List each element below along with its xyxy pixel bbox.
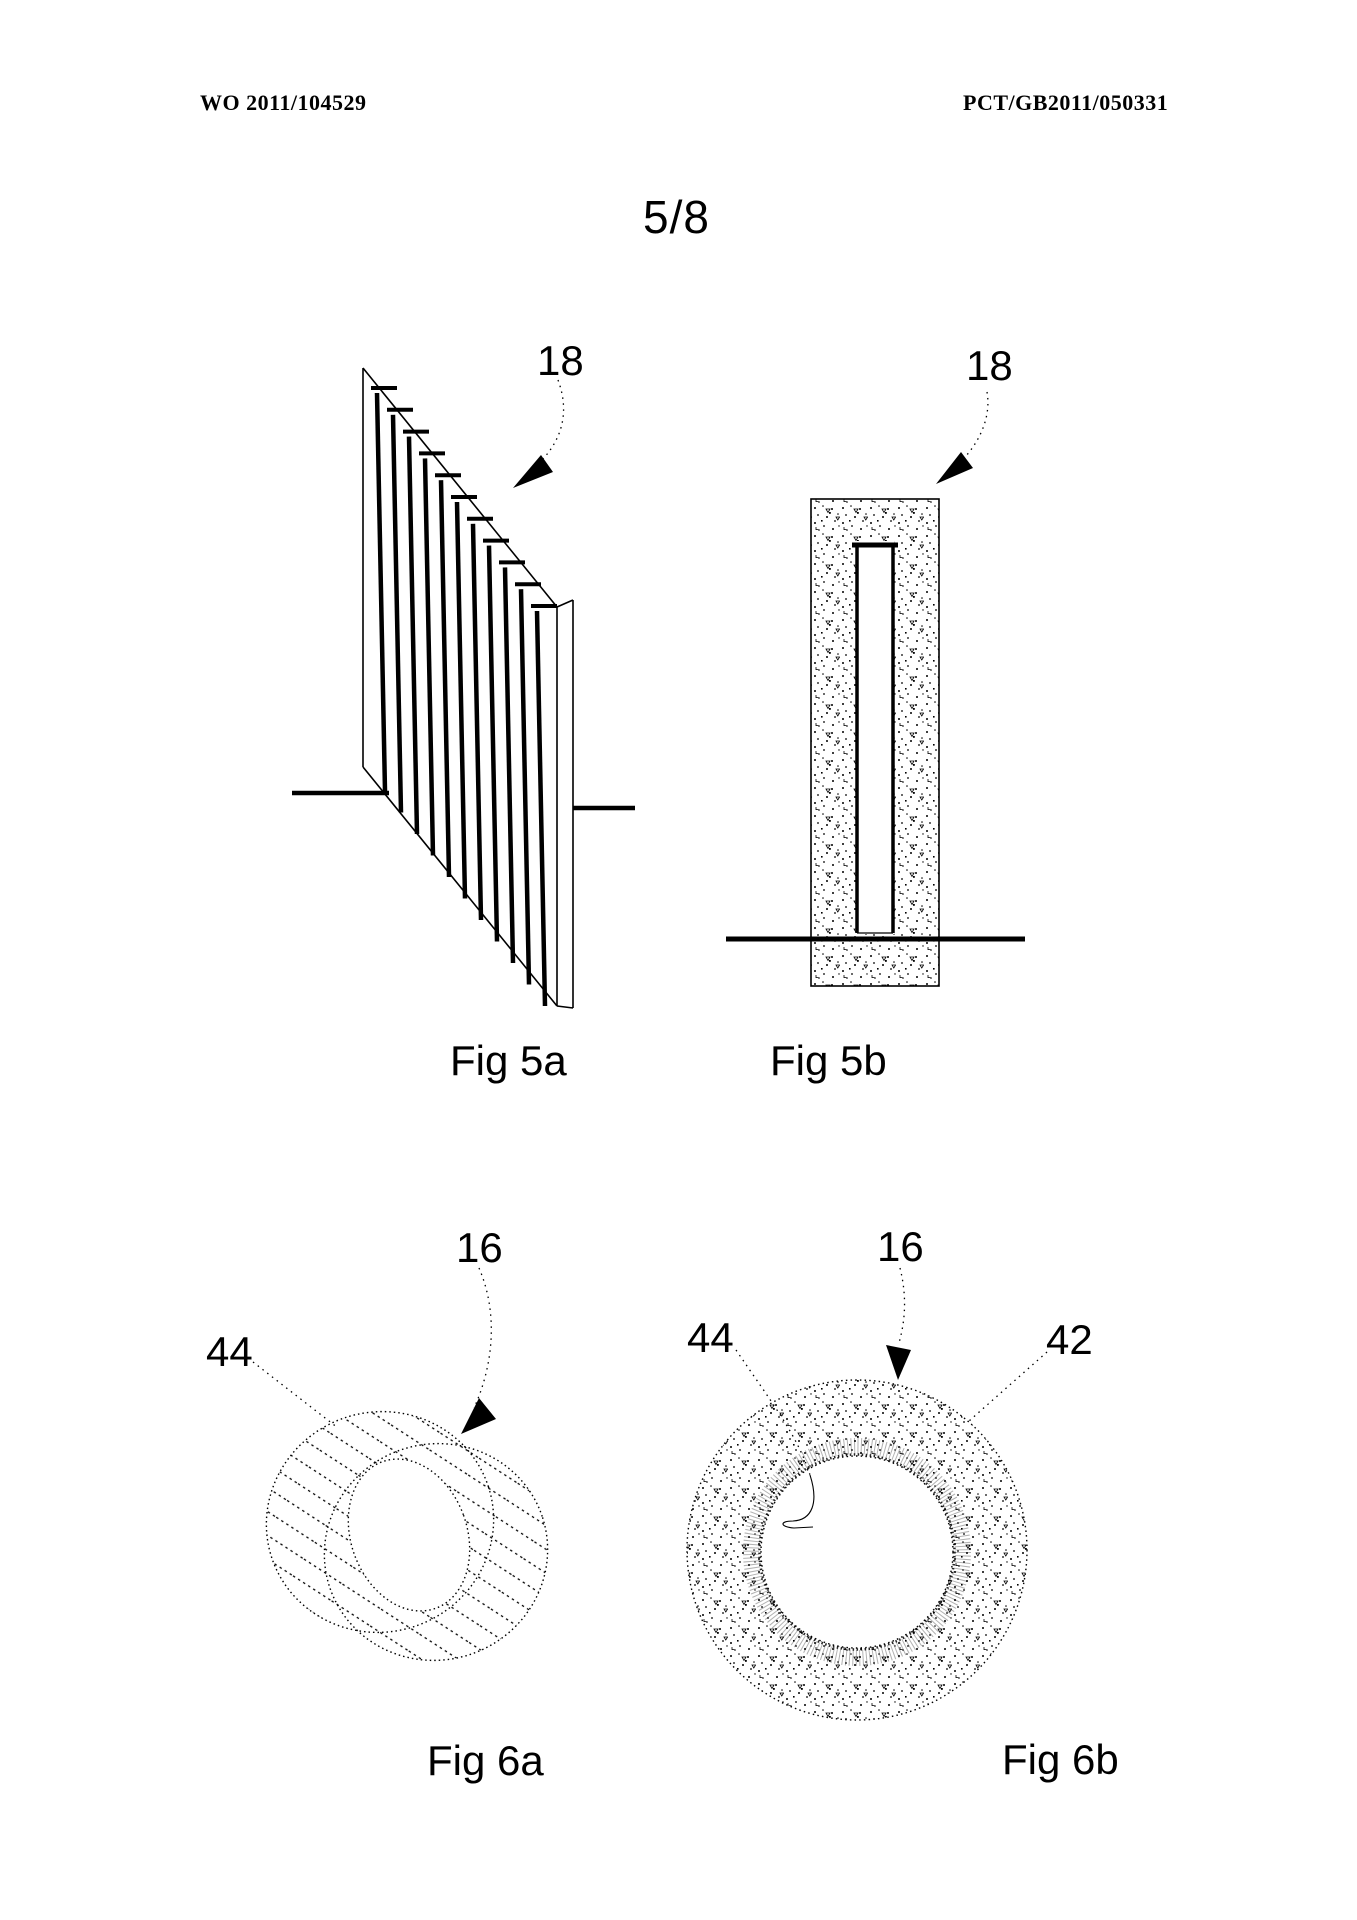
fig5b-slotted-block bbox=[726, 391, 1025, 987]
fig6b-ref-44: 44 bbox=[687, 1314, 734, 1361]
fig6b-ref44-hook bbox=[782, 1474, 815, 1529]
fig5b-slot bbox=[855, 541, 895, 934]
fig6a-caption: Fig 6a bbox=[427, 1737, 544, 1784]
fig5a-ref18-leader bbox=[539, 379, 565, 463]
publication-number: WO 2011/104529 bbox=[200, 90, 367, 115]
fig5b-ref18-arrowhead-icon bbox=[936, 452, 973, 484]
fig5a-fins bbox=[374, 392, 548, 1007]
fig6a-bore-opening bbox=[347, 1458, 471, 1612]
fig5a-caption: Fig 5a bbox=[450, 1037, 567, 1084]
fig6a-ref-44: 44 bbox=[206, 1328, 253, 1375]
fig5b-ref-18: 18 bbox=[966, 342, 1013, 389]
fig5a-ref-18: 18 bbox=[537, 337, 584, 384]
fig6b-ref-42: 42 bbox=[1046, 1316, 1093, 1363]
fig6b-ref16-arrowhead-icon bbox=[886, 1345, 911, 1380]
fig6a-ref16-arrowhead-icon bbox=[461, 1398, 496, 1434]
sheet-number: 5/8 bbox=[643, 191, 710, 243]
fig6b-annulus bbox=[686, 1267, 1048, 1721]
fig5a-fin-caps bbox=[371, 386, 557, 608]
fig6a-ref16-leader bbox=[473, 1267, 492, 1409]
fig6a-ref-16: 16 bbox=[456, 1224, 503, 1271]
fig5a-finned-plate bbox=[292, 367, 635, 1009]
fig6b-inner-liner-band bbox=[758, 1453, 956, 1651]
fig6b-ref16-leader bbox=[898, 1267, 906, 1344]
fig5a-ref18-arrowhead-icon bbox=[513, 455, 553, 488]
fig6b-ring-fill bbox=[687, 1380, 1028, 1721]
application-number: PCT/GB2011/050331 bbox=[963, 90, 1169, 115]
fig6a-tube-liner bbox=[250, 1267, 570, 1680]
fig6b-ref-16: 16 bbox=[877, 1223, 924, 1270]
fig5b-ref18-leader bbox=[957, 391, 989, 465]
fig6b-ref42-leader bbox=[968, 1351, 1048, 1422]
fig6b-caption: Fig 6b bbox=[1002, 1736, 1119, 1783]
fig5b-caption: Fig 5b bbox=[770, 1037, 887, 1084]
